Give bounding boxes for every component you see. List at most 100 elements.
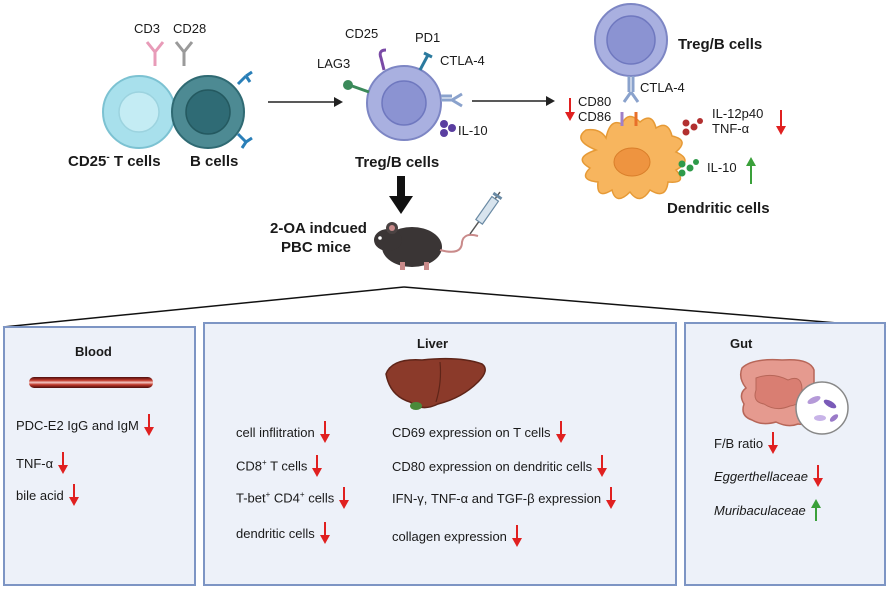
arrow-to-dendritic [472,96,555,106]
blood-item: TNF-α [16,452,69,474]
down-arrow-icon [606,487,617,509]
liver-right-item: collagen expression [392,525,522,547]
down-arrow-icon [555,421,566,443]
up-arrow-icon [810,499,821,521]
text-part: T-bet [236,490,266,506]
lag3-receptor-icon [343,80,370,94]
arrow-to-treg [268,97,343,107]
liver-item-dendritic-text: dendritic cells [236,526,315,541]
cd28-receptor-icon [174,41,194,66]
b-cell [171,75,245,149]
liver-item-cd8: CD8+ T cells [236,455,323,477]
cd25-label: CD25 [345,26,378,41]
down-arrow-icon-cd80 [565,98,575,121]
lag3-label: LAG3 [317,56,350,71]
text-part: CD4 [270,490,300,506]
liver-item-tbet-text: T-bet+ CD4+ cells [236,490,334,505]
superscript: + [299,490,305,500]
treg-b-cell-right [594,3,668,77]
thick-down-arrow [389,176,413,214]
gut-item: Muribaculaceae [714,499,821,521]
b-cell-receptor-icon [236,70,253,149]
liver-item-cell-infiltration: cell inflitration [236,421,330,443]
blood-item: PDC-E2 IgG and IgM [16,414,154,436]
blood-item: bile acid [16,484,79,506]
treg-b-cell-center [366,65,442,141]
liver-item-cell-infiltration-text: cell inflitration [236,425,315,440]
down-arrow-icon [143,414,154,436]
gut-item: F/B ratio [714,432,779,454]
gut-item: Eggerthellaceae [714,465,823,487]
cd3-label: CD3 [134,21,160,36]
text-part: cells [304,490,335,506]
liver-right-item: CD69 expression on T cells [392,421,566,443]
il10-label-center: IL-10 [458,123,488,138]
il12-tnf-dots-icon [682,118,703,136]
mice-label-line1: 2-OA indcued [270,220,367,237]
syringe-icon [469,191,503,235]
liver-right-item-text: IFN-γ, TNF-α and TGF-β expression [392,490,602,506]
down-arrow-icon-il12 [776,110,786,135]
gut-title: Gut [730,336,753,351]
tnfa-label-right: TNF-α [712,121,750,136]
text-part: cell inflitration [236,424,315,440]
text-part: CD8 [236,458,263,474]
pd1-receptor-icon [418,51,433,71]
ctla4-receptor-icon-center [441,92,463,108]
cd25-negative-t-cell [102,75,176,149]
down-arrow-icon [511,525,522,547]
ctla4-receptor-icon-right [622,76,640,103]
liver-icon [385,357,486,410]
text-part: T cells [266,458,308,474]
cd3-receptor-icon [145,41,165,66]
liver-right-item-text: collagen expression [392,528,507,544]
il10-label-right: IL-10 [707,160,737,175]
il10-dots-icon-center [440,120,456,137]
dendritic-cells-label: Dendritic cells [667,200,770,217]
gut-panel: Gut [684,322,886,586]
down-arrow-icon [597,455,608,477]
dendritic-cell [580,115,686,200]
liver-panel: Liver [203,322,677,586]
funnel-lines [2,286,887,328]
down-arrow-icon [319,421,330,443]
liver-right-item-text: CD69 expression on T cells [392,424,551,440]
down-arrow-icon [58,452,69,474]
blood-item-text: TNF-α [16,455,54,471]
cd80-label: CD80 [578,94,611,109]
down-arrow-icon [768,432,779,454]
superscript: + [262,458,267,468]
down-arrow-icon [339,487,350,509]
liver-item-dendritic: dendritic cells [236,522,330,544]
mice-label-line2: PBC mice [281,239,351,256]
liver-title: Liver [417,336,449,351]
up-arrow-icon-il10 [746,157,756,184]
mouse-icon [374,222,479,270]
liver-item-tbet: T-bet+ CD4+ cells [236,487,350,509]
pd1-label: PD1 [415,30,440,45]
gut-microbiome-icon [739,358,849,435]
gut-item-text: Eggerthellaceae [714,468,808,484]
cd80-cd86-receptor-icon [620,112,638,126]
blood-item-text: bile acid [16,487,64,503]
cd25-t-cells-label: CD25- T cells [68,152,161,170]
down-arrow-icon [812,465,823,487]
liver-right-item: CD80 expression on dendritic cells [392,455,608,477]
superscript: + [265,490,271,500]
ctla4-label-right: CTLA-4 [640,80,685,95]
liver-item-cd8-text: CD8+ T cells [236,458,307,473]
ctla4-label-center: CTLA-4 [440,53,485,68]
b-cells-label: B cells [190,153,238,170]
il10-dots-icon-right [678,159,699,177]
cd28-label: CD28 [173,21,206,36]
blood-vessel-icon [29,377,153,388]
text-part: dendritic cells [236,525,315,541]
blood-title: Blood [75,344,112,359]
liver-right-item-text: CD80 expression on dendritic cells [392,458,593,474]
cd86-label: CD86 [578,109,611,124]
down-arrow-icon [68,484,79,506]
treg-b-cells-label-center: Treg/B cells [355,154,439,171]
liver-right-item: IFN-γ, TNF-α and TGF-β expression [392,487,617,509]
il12p40-label: IL-12p40 [712,106,763,121]
